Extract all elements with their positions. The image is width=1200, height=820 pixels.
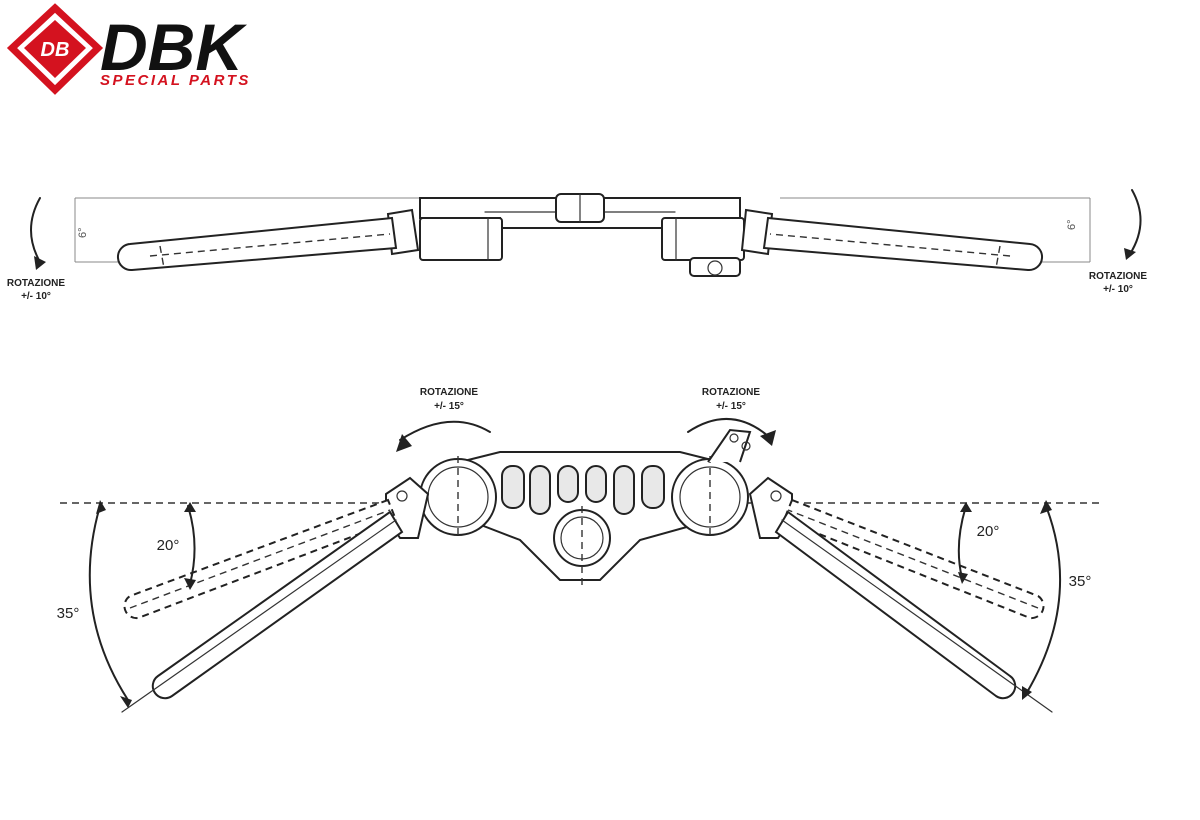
right-angle-large-label: 35°: [1069, 573, 1092, 590]
left-angle-arc-small: [187, 505, 196, 585]
left-pivot-bolt: [396, 490, 408, 502]
top-right-rotation-arrow: [1129, 189, 1142, 255]
bottom-left-rotation-label: ROTAZIONE: [420, 387, 478, 398]
left-bar-20deg: [123, 498, 398, 620]
left-arc-small-tail: [184, 502, 196, 512]
bottom-right-arrowhead: [760, 430, 776, 446]
right-pivot-bolt: [770, 490, 782, 502]
left-bar-20deg-axis: [129, 509, 391, 609]
bottom-left-rotation-arrow: [399, 420, 491, 441]
top-left-grip-mark: [159, 245, 165, 269]
clamp-slot-5: [613, 465, 635, 515]
top-stem-nut: [689, 257, 741, 277]
top-right-clamp-block: [661, 217, 745, 261]
top-right-dim-text: 6°: [1066, 219, 1078, 230]
bottom-left-arrowhead: [396, 434, 412, 452]
clamp-slot-1: [501, 465, 525, 509]
right-arc-large-tail: [1040, 500, 1052, 514]
top-left-clamp-block: [419, 217, 503, 261]
bottom-right-rotation-arrow: [687, 418, 769, 437]
top-left-dim-text: 6°: [77, 227, 89, 238]
logo-tagline: SPECIAL PARTS: [100, 72, 251, 89]
clamp-slot-6: [641, 465, 665, 509]
logo-brand-text: DBK: [100, 10, 247, 84]
top-right-rotation-label: ROTAZIONE: [1089, 271, 1147, 282]
logo-badge-text: DB: [41, 39, 70, 61]
top-left-rotation-label: ROTAZIONE: [7, 278, 65, 289]
cable-bracket: [707, 428, 752, 463]
left-angle-large-label: 35°: [57, 605, 80, 622]
left-bar-35deg-axis: [121, 519, 397, 713]
right-angle-small-label: 20°: [977, 523, 1000, 540]
top-left-bar: [117, 216, 398, 272]
right-fork-clamp-inner: [679, 466, 741, 528]
left-angle-arc-large: [88, 505, 129, 701]
top-right-rotation-value: +/- 10°: [1103, 284, 1133, 295]
left-arc-large-head: [120, 696, 132, 708]
top-right-bar-axis: [769, 233, 1011, 257]
right-arc-large-head: [1022, 686, 1032, 700]
top-view: 6° 6° ROTAZIONE +/- 10° RO: [7, 189, 1147, 302]
right-arc-small-head: [958, 572, 968, 584]
bottom-right-rotation-value: +/- 15°: [716, 401, 746, 412]
cable-bracket-hole-2: [741, 441, 751, 451]
left-arc-large-tail: [96, 500, 106, 514]
left-angle-small-label: 20°: [157, 537, 180, 554]
bottom-right-rotation-label: ROTAZIONE: [702, 387, 760, 398]
right-bar-35deg-axis: [781, 519, 1053, 713]
top-left-rotation-value: +/- 10°: [21, 291, 51, 302]
clamp-slot-2: [529, 465, 551, 515]
bottom-view: ROTAZIONE +/- 15° ROTAZIONE +/- 15°: [57, 387, 1100, 713]
clamp-slot-3: [557, 465, 579, 503]
top-left-rotation-arrow: [30, 197, 41, 263]
top-right-arrowhead: [1124, 248, 1136, 260]
bottom-left-rotation-value: +/- 15°: [434, 401, 464, 412]
right-arc-small-tail: [960, 502, 972, 512]
right-angle-arc-small: [957, 505, 967, 579]
left-arc-small-head: [184, 578, 196, 590]
right-bar-20deg-axis: [787, 509, 1039, 609]
logo-badge-inner: [24, 20, 86, 78]
top-stem-nut-hole: [707, 260, 723, 276]
top-right-bar: [762, 216, 1043, 272]
top-right-grip-mark: [995, 245, 1001, 269]
top-left-arrowhead: [34, 256, 46, 270]
dbk-logo: DB DBK SPECIAL PARTS: [6, 3, 251, 95]
clamp-slot-4: [585, 465, 607, 503]
top-left-bar-axis: [149, 233, 391, 257]
right-angle-arc-large: [1025, 505, 1062, 695]
left-bar-35deg: [151, 510, 404, 700]
cable-bracket-hole-1: [729, 433, 739, 443]
